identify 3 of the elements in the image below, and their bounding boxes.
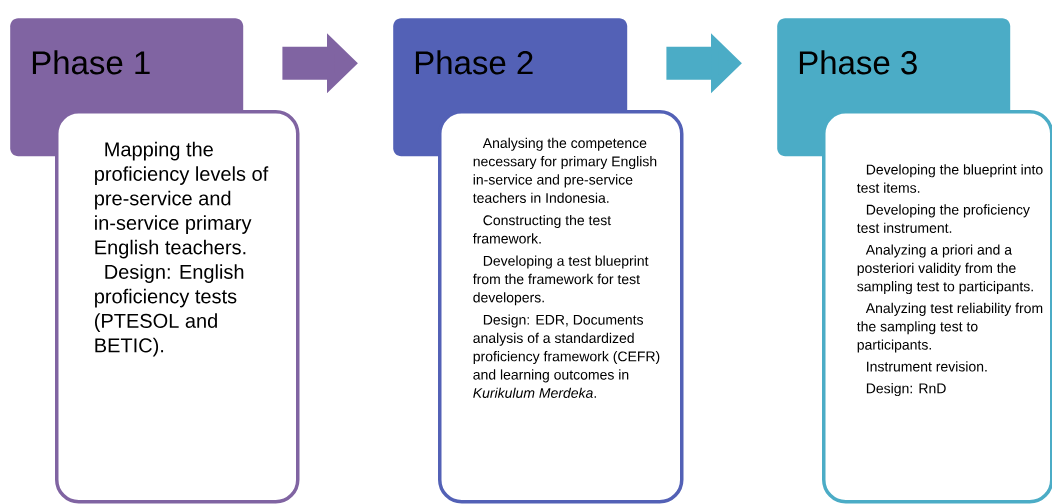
phase-card: Developing the blueprint into test items. Developing the proficiency test instrument. Analyzing a priori and a posteriori validity from the sampling test to participants. Analyzing test reliability from the sampling test to participants. Instrument revision. Design: RnD [822,110,1052,504]
phase-card: Mapping the proficiency levels of pre-service and in-service primary English teachers. Design: English proficiency tests (PTESOL and BETIC). [55,110,300,504]
phase-card: Analysing the competence necessary for primary English in-service and pre-service teachers in Indonesia. Constructing the test framework. Developing a test blueprint from the framework for test developers. Design: EDR, Documents analysis of a standardized proficiency framework (CEFR) and learning outcomes in Kurikulum Merdeka. [438,110,684,504]
